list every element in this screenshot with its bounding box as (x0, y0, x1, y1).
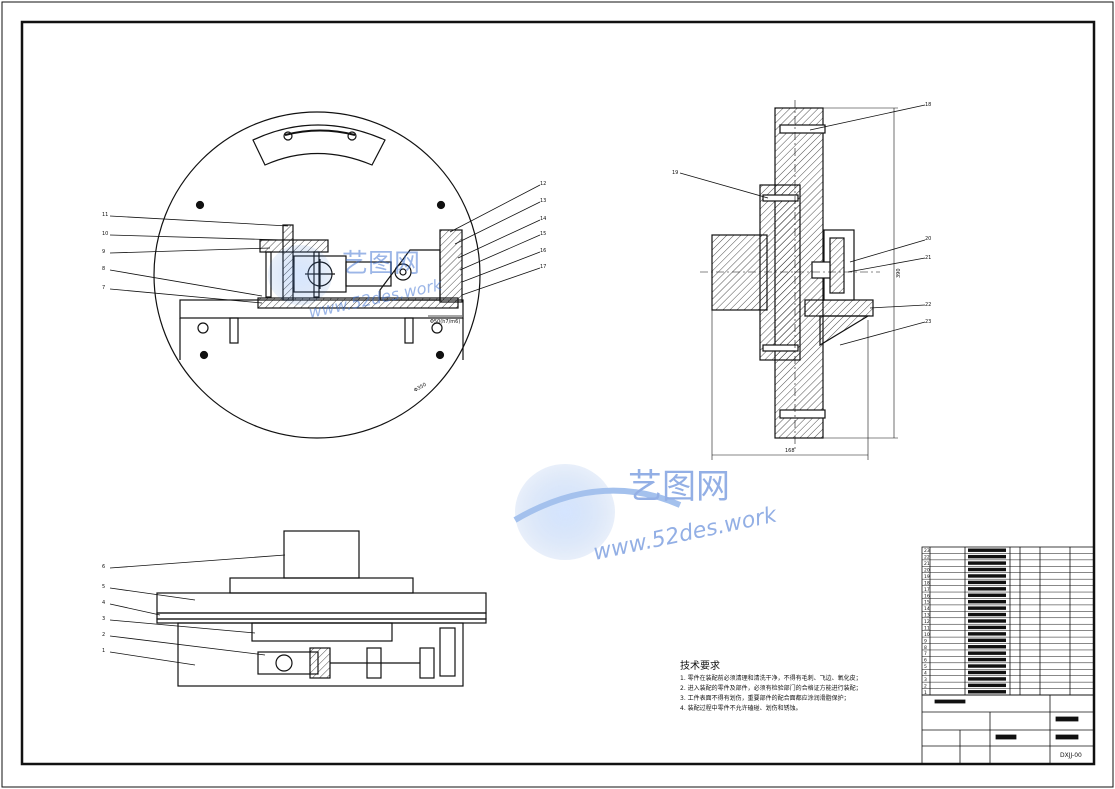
table-row-number: 12 (924, 619, 930, 625)
drawing-number: DXJJ-00 (1060, 752, 1082, 759)
svg-text:Φ350: Φ350 (413, 382, 428, 394)
balloon-label: 15 (540, 231, 546, 237)
table-row-number: 19 (924, 574, 930, 580)
watermark-url: www.52des.work (591, 502, 780, 566)
tech-req-item: 4. 装配过程中零件不允许磕碰、划伤和锈蚀。 (680, 705, 802, 712)
table-row-name-cell (968, 645, 1006, 649)
table-row-number: 18 (924, 580, 930, 586)
table-row-name-cell (968, 625, 1006, 630)
table-row-number: 7 (924, 651, 927, 657)
table-row-number: 2 (924, 683, 927, 689)
watermark-large: 艺图网 www.52des.work (513, 464, 780, 566)
table-row-name-cell (968, 677, 1006, 681)
table-row-name-cell (968, 670, 1006, 675)
table-row-number: 22 (924, 555, 930, 561)
watermark-small: 艺图网 www.52des.work (268, 245, 444, 322)
table-row-name-cell (968, 657, 1006, 662)
table-row-name-cell (968, 574, 1006, 578)
table-row-name-cell (968, 651, 1006, 655)
balloon-label: 10 (102, 231, 108, 237)
table-row-number: 13 (924, 613, 930, 619)
tech-req-item: 3. 工件表面不得有划伤，重要部件的配合面都应涂润滑脂保护； (680, 695, 850, 702)
balloon-label: 11 (102, 212, 108, 218)
balloon-label: 4 (102, 600, 105, 606)
watermark-brand-small: 艺图网 (342, 249, 420, 279)
table-row-name-cell (968, 580, 1006, 585)
table-row-name-cell (968, 548, 1006, 552)
leaders-right (679, 104, 926, 346)
balloon-label: 17 (540, 264, 546, 270)
balloon-label: 21 (925, 255, 931, 261)
table-row-name-cell (968, 632, 1006, 636)
table-row-number: 5 (924, 664, 927, 670)
balloon-label: 13 (540, 198, 546, 204)
balloon-label: 3 (102, 616, 105, 622)
table-row-number: 4 (924, 670, 927, 676)
technical-requirements: 技术要求 1. 零件在装配前必须清理和清洗干净，不得有毛刺、飞边、氧化皮； 2.… (680, 660, 920, 714)
dim-bottom-width: 168 (785, 448, 795, 454)
table-row-number: 9 (924, 638, 927, 644)
balloon-label: 2 (102, 632, 105, 638)
leaders-top-left (109, 184, 541, 304)
table-row-name-cell (968, 587, 1006, 591)
front-view (156, 530, 487, 687)
leaders-bottom-left (109, 554, 286, 666)
table-row-number: 21 (924, 561, 930, 567)
balloon-label: 20 (925, 236, 931, 242)
table-row-name-cell (968, 664, 1006, 668)
watermark-brand: 艺图网 (628, 467, 730, 507)
table-row-number: 14 (924, 606, 930, 612)
balloon-label: 14 (540, 216, 546, 222)
dim-height: 390 (896, 268, 902, 278)
balloon-label: 16 (540, 248, 546, 254)
table-row-number: 10 (924, 632, 930, 638)
balloon-label: 18 (925, 102, 931, 108)
section-view (711, 107, 874, 439)
title-block (921, 694, 1095, 765)
table-row-name-cell (968, 619, 1006, 623)
table-row-name-cell (968, 593, 1006, 597)
table-row-number: 6 (924, 658, 927, 664)
parts-list (921, 546, 1095, 696)
balloon-label: 19 (672, 170, 678, 176)
balloon-label: 5 (102, 584, 105, 590)
balloon-label: 6 (102, 564, 105, 570)
balloon-label: 23 (925, 319, 931, 325)
table-row-name-cell (968, 599, 1006, 604)
tech-req-item: 2. 进入装配的零件及部件，必须有检验部门的合格证方能进行装配； (680, 685, 862, 692)
table-row-name-cell (968, 683, 1006, 688)
table-row-number: 3 (924, 677, 927, 683)
balloon-label: 12 (540, 181, 546, 187)
balloon-label: 22 (925, 302, 931, 308)
table-row-number: 1 (924, 690, 927, 696)
balloon-label: 7 (102, 285, 105, 291)
table-row-name-cell (968, 638, 1006, 643)
tech-req-item: 1. 零件在装配前必须清理和清洗干净，不得有毛刺、飞边、氧化皮； (680, 675, 862, 682)
balloon-label: 1 (102, 648, 105, 654)
table-row-name-cell (968, 612, 1006, 617)
table-row-name-cell (968, 554, 1006, 559)
table-row-name-cell (968, 690, 1006, 694)
table-row-name-cell (968, 567, 1006, 572)
table-row-number: 17 (924, 587, 930, 593)
inner-frame (20, 20, 1096, 766)
svg-text:Φ50(h7/m6): Φ50(h7/m6) (430, 319, 460, 325)
table-row-name-cell (968, 561, 1006, 565)
balloon-label: 8 (102, 266, 105, 272)
table-row-name-cell (968, 606, 1006, 610)
table-row-number: 20 (924, 568, 930, 574)
table-row-number: 23 (924, 548, 930, 554)
table-row-number: 11 (924, 625, 930, 631)
balloon-label: 9 (102, 249, 105, 255)
tech-req-heading: 技术要求 (680, 661, 720, 672)
table-row-number: 16 (924, 593, 930, 599)
table-row-number: 15 (924, 600, 930, 606)
table-row-number: 8 (924, 645, 927, 651)
